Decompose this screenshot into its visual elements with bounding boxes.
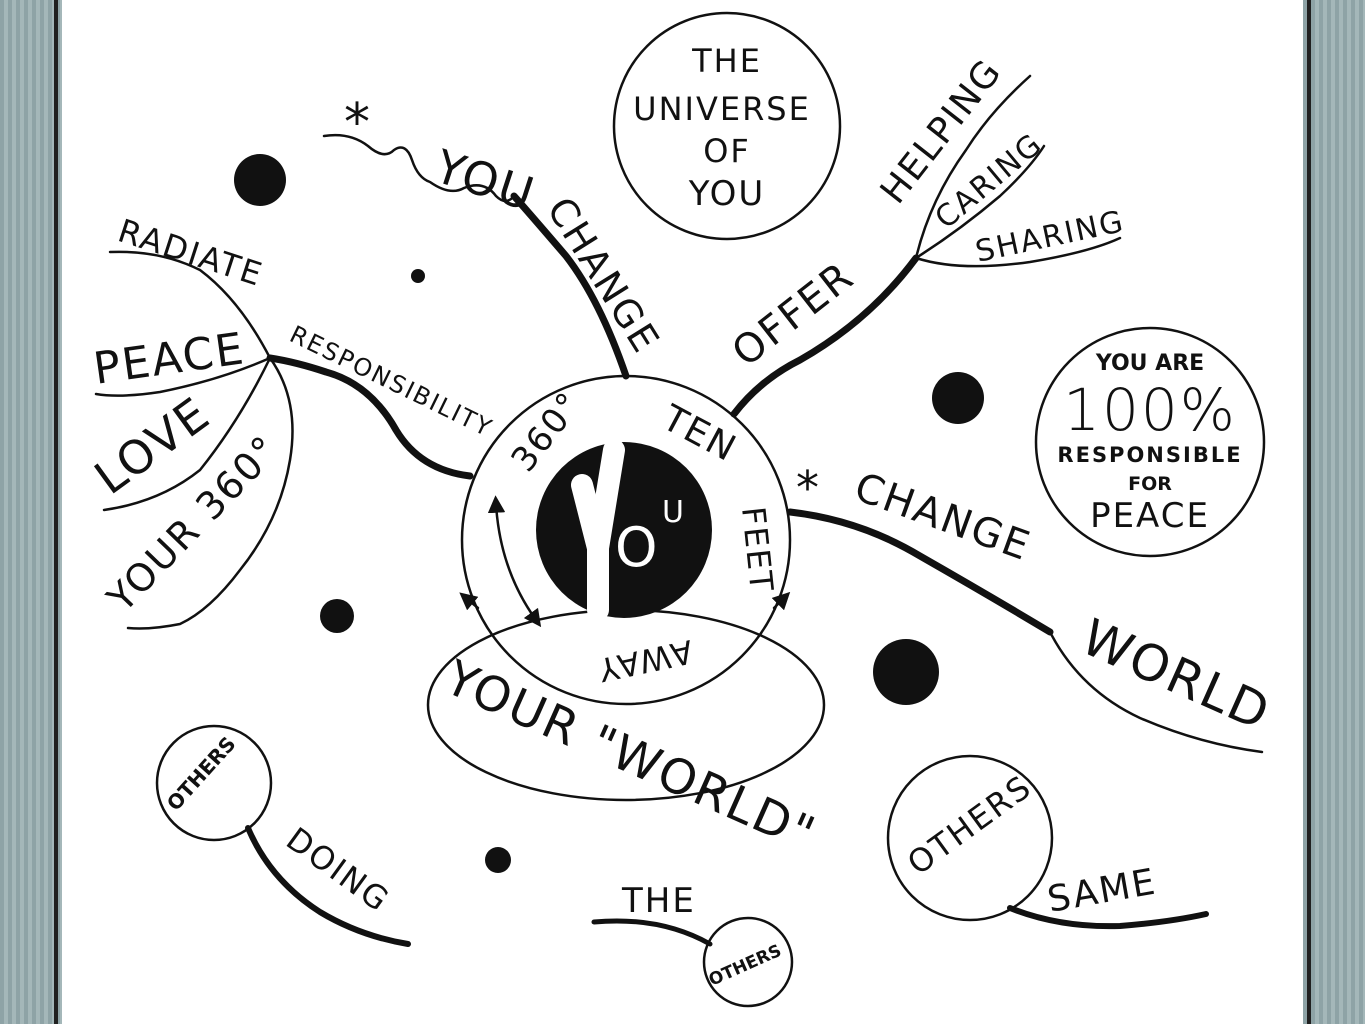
left-border-stripe — [0, 0, 62, 1024]
center-away-label: AWAY — [593, 632, 696, 689]
universe-bubble: THE UNIVERSE OF YOU — [612, 11, 842, 241]
others-left-line — [245, 825, 411, 947]
branch-sharing-label: SHARING — [972, 204, 1127, 270]
responsible-line-you-are: YOU ARE — [1095, 351, 1204, 376]
responsible-line-percent: 100% — [1063, 376, 1237, 444]
branch-offer-label: OFFER — [724, 253, 863, 376]
branch-line — [730, 254, 920, 418]
others-bottom-node: THE OTHERS — [591, 881, 794, 1008]
branch-responsibility: RESPONSIBILITY RADIATE PEACE LOVE YOUR 3… — [85, 211, 497, 630]
center-node: Y O U 360° TEN FEET AWAY YOUR "WORLD" — [426, 374, 826, 863]
responsible-line-responsible: RESPONSIBLE — [1057, 443, 1242, 467]
universe-line-the: THE — [691, 42, 762, 80]
dot-decoration — [234, 154, 286, 206]
branch-line — [266, 354, 474, 480]
dot-decoration — [485, 847, 511, 873]
right-border-stripe — [1303, 0, 1365, 1024]
branch-change-right-label: CHANGE — [849, 464, 1037, 570]
others-same-label: SAME — [1044, 861, 1159, 920]
others-left-node: OTHERS DOING — [155, 724, 411, 947]
branch-you-label: YOU — [428, 139, 542, 222]
branch-you-change: * YOU CHANGE — [322, 93, 668, 380]
branch-line-world — [1048, 630, 1264, 754]
others-right-label: OTHERS — [900, 767, 1038, 882]
branch-line-helping — [914, 74, 1032, 260]
branch-radiate-label: RADIATE — [114, 211, 268, 294]
universe-line-you: YOU — [688, 174, 766, 214]
branch-world-label: WORLD — [1073, 608, 1279, 742]
star-change-icon: * — [796, 461, 821, 515]
branch-line-your-360 — [126, 356, 294, 630]
branch-line-caring — [914, 144, 1046, 260]
universe-line-universe: UNIVERSE — [633, 90, 811, 128]
branch-line — [786, 508, 1054, 636]
branch-line-peace — [94, 356, 272, 397]
others-right-node: OTHERS SAME — [886, 754, 1209, 930]
right-border-edge — [1307, 0, 1311, 1024]
responsible-line-peace: PEACE — [1090, 496, 1210, 536]
you-letter-u: U — [662, 495, 684, 530]
branch-line-radiate — [108, 250, 272, 360]
rotation-arrow — [771, 591, 791, 611]
dot-decoration — [873, 639, 939, 705]
responsible-bubble: YOU ARE 100% RESPONSIBLE FOR PEACE — [1034, 326, 1266, 558]
others-bottom-label: OTHERS — [706, 941, 785, 991]
others-bottom-line — [591, 918, 713, 947]
star-you-icon: * — [344, 93, 372, 153]
rotation-arrow — [487, 495, 542, 628]
branch-change-label: CHANGE — [538, 189, 668, 361]
you-letter-y-shape — [587, 439, 625, 559]
center-feet-label: FEET — [734, 505, 781, 595]
branch-cloud-line — [322, 133, 516, 203]
dot-decoration — [411, 269, 425, 283]
branch-line-love — [102, 356, 272, 512]
others-the-label: THE — [621, 881, 696, 921]
others-doing-label: DOING — [279, 820, 397, 920]
others-right-line — [1007, 905, 1209, 930]
branch-peace-label: PEACE — [90, 323, 248, 395]
you-letter-o: O — [615, 516, 658, 579]
dot-decoration — [932, 372, 984, 424]
responsible-line-for: FOR — [1128, 473, 1172, 495]
left-border-edge — [54, 0, 58, 1024]
branch-line-sharing — [914, 236, 1122, 268]
universe-line-of: OF — [703, 132, 751, 170]
dot-decoration — [320, 599, 354, 633]
rotation-arrow — [459, 592, 480, 611]
branch-line — [510, 192, 630, 380]
